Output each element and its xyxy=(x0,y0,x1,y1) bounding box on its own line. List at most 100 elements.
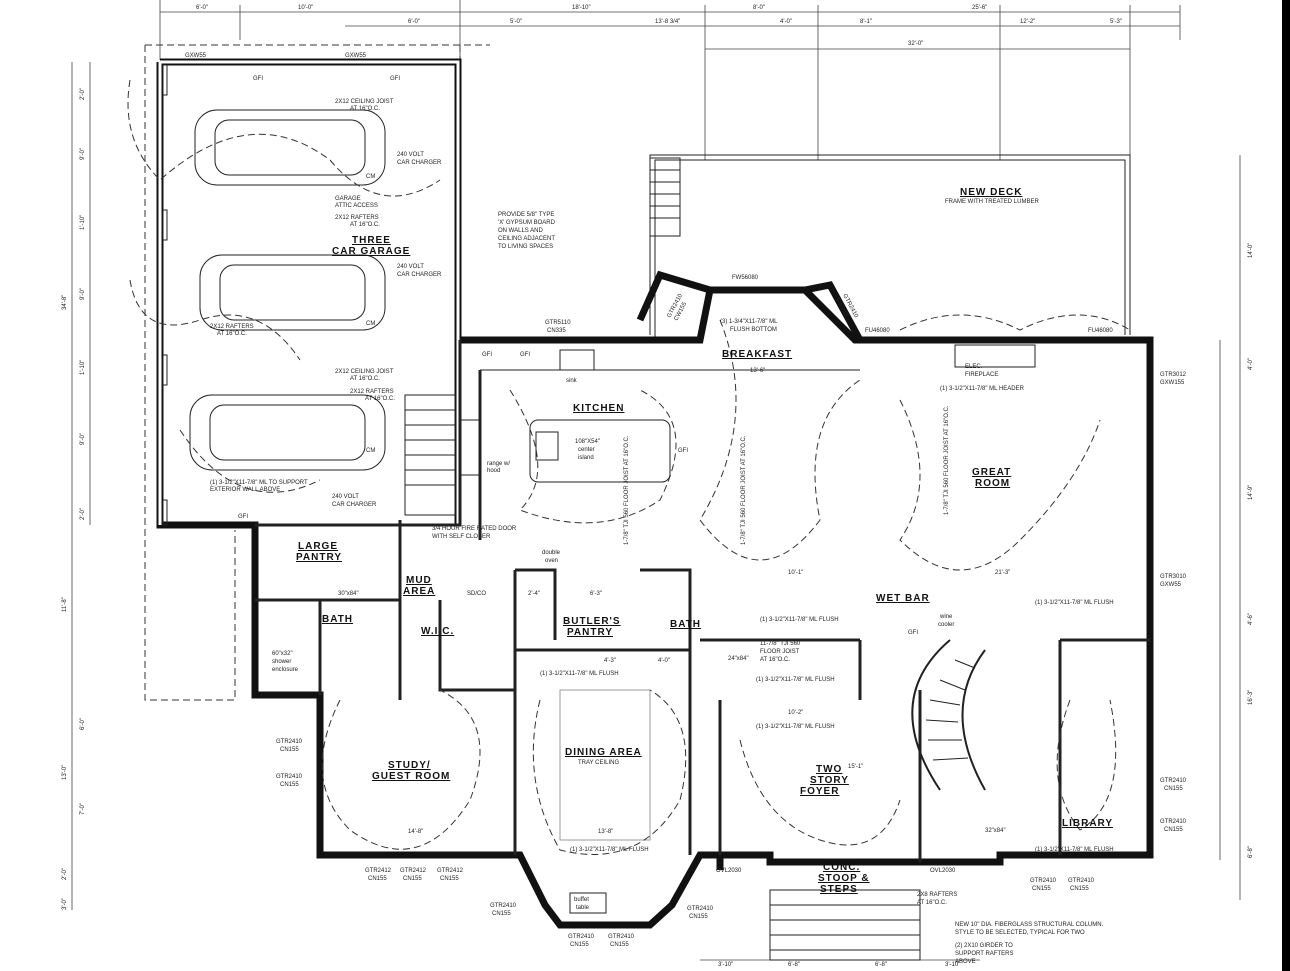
svg-text:GTR2412: GTR2412 xyxy=(365,868,392,874)
svg-text:8'-0": 8'-0" xyxy=(753,5,765,11)
range xyxy=(459,419,481,476)
svg-text:CN155: CN155 xyxy=(1032,886,1051,892)
svg-text:GFI: GFI xyxy=(678,448,688,454)
svg-text:1-7/8" TJI 560 FLOOR JOIST AT: 1-7/8" TJI 560 FLOOR JOIST AT 16"O.C. xyxy=(741,435,747,545)
svg-text:60"x32": 60"x32" xyxy=(272,651,293,657)
svg-text:15'-1": 15'-1" xyxy=(848,764,863,770)
svg-text:14'-0": 14'-0" xyxy=(1248,243,1254,258)
svg-text:FU46080: FU46080 xyxy=(1088,328,1113,334)
svg-text:AT 16"O.C.: AT 16"O.C. xyxy=(217,331,247,337)
svg-text:CN335: CN335 xyxy=(547,328,566,334)
svg-text:CM: CM xyxy=(366,174,375,180)
svg-text:2'-0": 2'-0" xyxy=(62,868,68,880)
svg-text:6'-3": 6'-3" xyxy=(590,591,602,597)
svg-text:GTR2412: GTR2412 xyxy=(437,868,464,874)
svg-text:OVL2030: OVL2030 xyxy=(930,868,956,874)
deck-stairs[interactable] xyxy=(650,169,680,219)
garage-stairs[interactable] xyxy=(404,394,456,516)
svg-text:11'-8": 11'-8" xyxy=(62,597,68,612)
svg-text:2'-0": 2'-0" xyxy=(80,88,86,100)
svg-text:GFI: GFI xyxy=(390,76,400,82)
svg-text:9'-0": 9'-0" xyxy=(80,288,86,300)
svg-text:TO LIVING SPACES: TO LIVING SPACES xyxy=(498,244,553,250)
svg-text:GFI: GFI xyxy=(908,630,918,636)
svg-text:'X' GYPSUM BOARD: 'X' GYPSUM BOARD xyxy=(498,220,556,226)
svg-text:FLOOR JOIST: FLOOR JOIST xyxy=(760,649,800,655)
svg-text:4'-0": 4'-0" xyxy=(780,19,792,25)
svg-text:6'-0": 6'-0" xyxy=(196,5,208,11)
svg-text:2X8 RAFTERS: 2X8 RAFTERS xyxy=(917,892,957,898)
svg-text:GTR2410: GTR2410 xyxy=(1030,878,1057,884)
svg-text:GFI: GFI xyxy=(238,514,248,520)
svg-text:4'-6": 4'-6" xyxy=(1248,613,1254,625)
svg-text:14'-8": 14'-8" xyxy=(408,829,423,835)
svg-text:OVL2030: OVL2030 xyxy=(716,868,742,874)
svg-text:10'-2": 10'-2" xyxy=(788,710,803,716)
outlets: GFI GFI GFI GFI GFI GFI GFI CM CM CM xyxy=(238,76,918,636)
front-steps[interactable] xyxy=(769,889,921,961)
svg-text:GTR2410: GTR2410 xyxy=(608,934,635,940)
svg-text:1-7/8" TJI 560 FLOOR JOIST AT: 1-7/8" TJI 560 FLOOR JOIST AT 16"O.C. xyxy=(624,435,630,545)
curved-staircase[interactable] xyxy=(911,639,986,791)
svg-text:CN155: CN155 xyxy=(280,747,299,753)
svg-text:CN155: CN155 xyxy=(1070,886,1089,892)
svg-text:FU46080: FU46080 xyxy=(865,328,890,334)
svg-text:EXTERIOR WALL ABOVE: EXTERIOR WALL ABOVE xyxy=(210,487,280,493)
svg-text:ON WALLS AND: ON WALLS AND xyxy=(498,228,543,234)
cars xyxy=(189,109,386,471)
svg-text:2'-0": 2'-0" xyxy=(80,508,86,520)
svg-text:25'-6": 25'-6" xyxy=(972,5,987,11)
svg-text:10'-1": 10'-1" xyxy=(788,570,803,576)
svg-text:13'-8 3/4": 13'-8 3/4" xyxy=(655,19,680,25)
car-3 xyxy=(189,394,386,471)
svg-text:CN155: CN155 xyxy=(440,876,459,882)
svg-text:range w/: range w/ xyxy=(487,461,510,467)
room-label-bath-2: BATH xyxy=(670,619,701,630)
svg-text:STOOP &: STOOP & xyxy=(818,873,870,884)
svg-text:3'-10": 3'-10" xyxy=(945,962,960,968)
svg-text:24"x84": 24"x84" xyxy=(728,656,749,662)
svg-text:4'-3": 4'-3" xyxy=(604,658,616,664)
deck xyxy=(649,154,1131,340)
svg-text:GXW155: GXW155 xyxy=(1160,380,1185,386)
svg-text:ABOVE: ABOVE xyxy=(955,959,976,965)
room-labels: THREE CAR GARAGE NEW DECK FRAME WITH TRE… xyxy=(296,187,1113,895)
svg-text:CAR GARAGE: CAR GARAGE xyxy=(332,246,410,257)
svg-text:GUEST ROOM: GUEST ROOM xyxy=(372,771,450,782)
svg-text:8'-1": 8'-1" xyxy=(860,19,872,25)
svg-text:FRAME WITH TREATED LUMBER: FRAME WITH TREATED LUMBER xyxy=(945,199,1039,205)
svg-text:11-7/8" TJI 560: 11-7/8" TJI 560 xyxy=(760,641,801,647)
svg-text:cooler: cooler xyxy=(938,622,954,628)
svg-text:ATTIC ACCESS: ATTIC ACCESS xyxy=(335,203,378,209)
svg-text:16'-3": 16'-3" xyxy=(1248,690,1254,705)
svg-text:GTR2412: GTR2412 xyxy=(400,868,427,874)
svg-text:GTR5110: GTR5110 xyxy=(545,320,571,326)
svg-text:(1) 3-1/2"X11-7/8" ML FLUSH: (1) 3-1/2"X11-7/8" ML FLUSH xyxy=(1035,600,1114,606)
svg-text:WITH SELF CLOSER: WITH SELF CLOSER xyxy=(432,534,491,540)
svg-text:PANTRY: PANTRY xyxy=(567,627,613,638)
svg-text:13'-8": 13'-8" xyxy=(598,829,613,835)
window-edge xyxy=(1282,0,1290,971)
svg-text:double: double xyxy=(542,550,561,556)
svg-text:18'-10": 18'-10" xyxy=(572,5,591,11)
svg-text:32"x84": 32"x84" xyxy=(985,828,1006,834)
svg-text:CN155: CN155 xyxy=(403,876,422,882)
svg-text:6'-0": 6'-0" xyxy=(80,718,86,730)
kitchen-island xyxy=(529,419,671,483)
svg-text:2X12 RAFTERS: 2X12 RAFTERS xyxy=(350,389,394,395)
svg-text:AT 16"O.C.: AT 16"O.C. xyxy=(365,396,395,402)
attic-outline xyxy=(144,44,490,701)
room-label-library: LIBRARY xyxy=(1062,818,1113,829)
svg-text:AREA: AREA xyxy=(403,586,435,597)
svg-text:1-7/8" TJI 560 FLOOR JOIST AT: 1-7/8" TJI 560 FLOOR JOIST AT 16"O.C. xyxy=(944,405,950,515)
svg-text:GTR2410: GTR2410 xyxy=(568,934,595,940)
svg-text:oven: oven xyxy=(545,558,558,564)
svg-text:240 VOLT: 240 VOLT xyxy=(397,152,424,158)
svg-text:AT 16"O.C.: AT 16"O.C. xyxy=(760,657,790,663)
garage-door-markers[interactable] xyxy=(162,64,168,526)
svg-text:GTR2410: GTR2410 xyxy=(687,906,714,912)
room-label-dining: DINING AREA xyxy=(565,747,642,758)
dimension-lines xyxy=(71,0,1241,961)
